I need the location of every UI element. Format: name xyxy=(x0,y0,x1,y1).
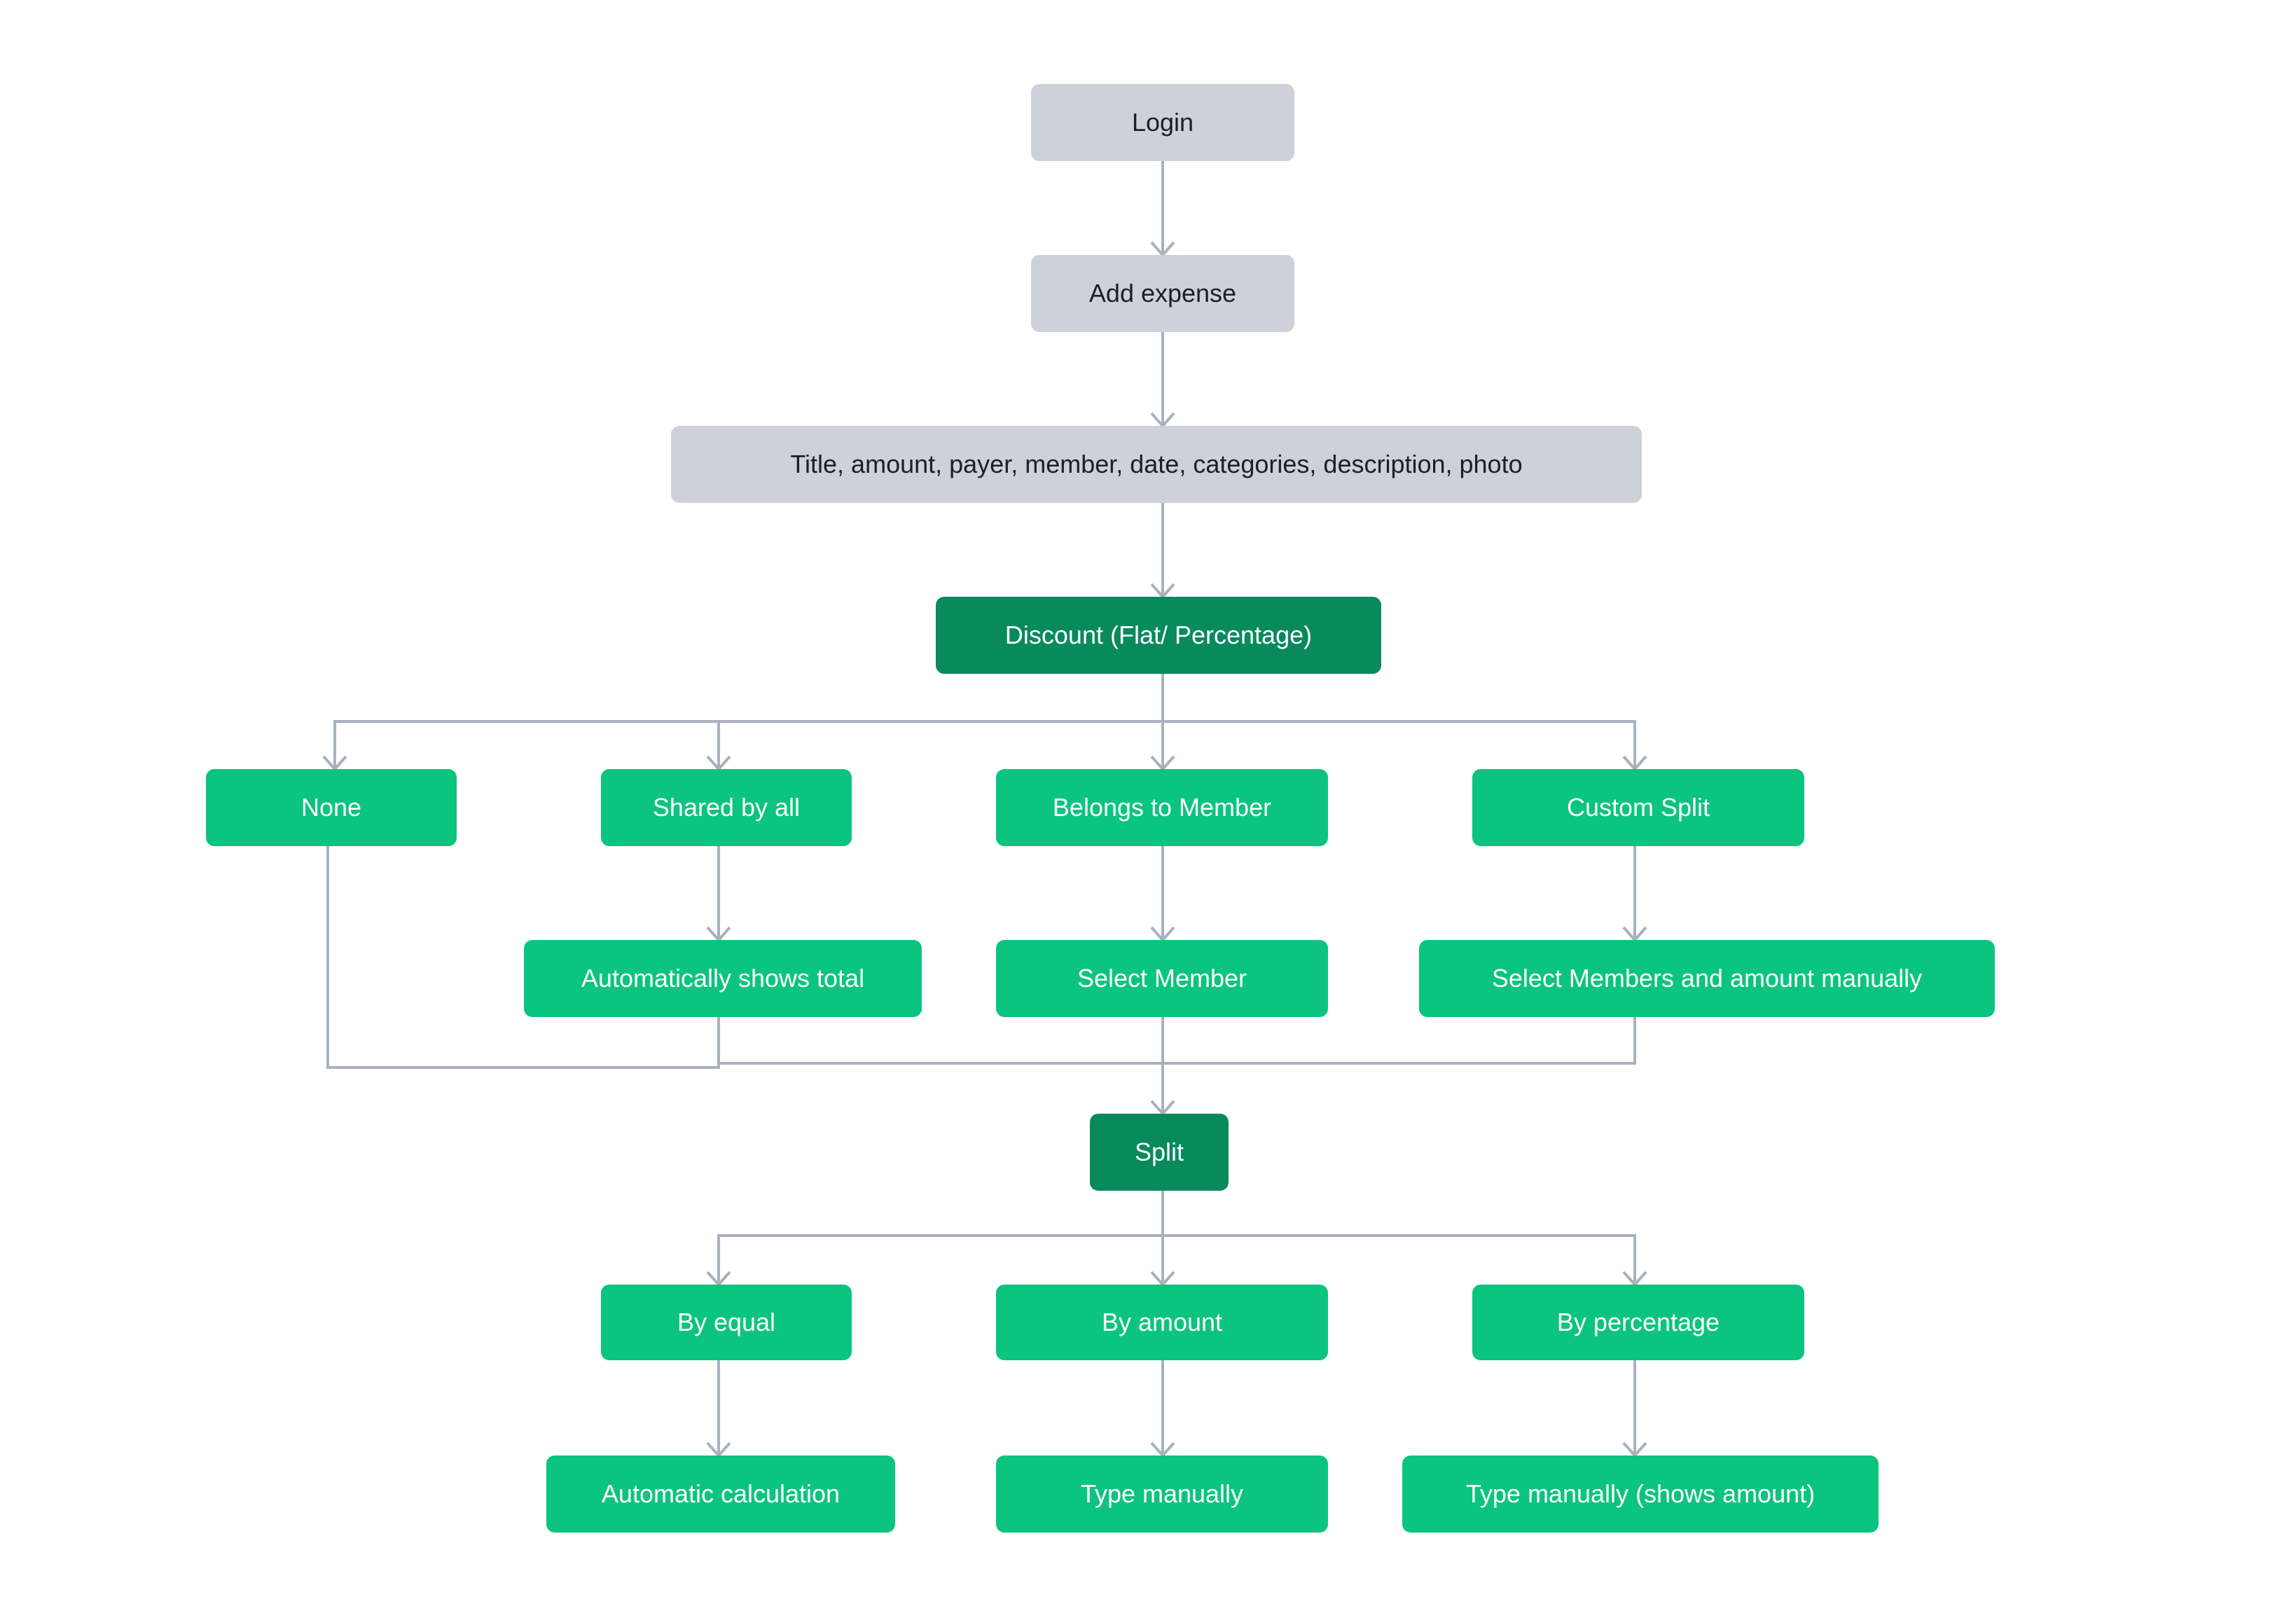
type-manually-shows-amount-node: Type manually (shows amount) xyxy=(1402,1455,1879,1533)
discount-option-shared-by-all: Shared by all xyxy=(601,769,852,846)
select-member-node: Select Member xyxy=(996,940,1328,1017)
select-members-amount-node: Select Members and amount manually xyxy=(1419,940,1995,1017)
split-option-by-amount: By amount xyxy=(996,1285,1328,1360)
connector-merge-to-split xyxy=(719,1017,1636,1065)
discount-option-custom-split: Custom Split xyxy=(1472,769,1804,846)
connector-discount-branch xyxy=(333,720,1636,768)
discount-node: Discount (Flat/ Percentage) xyxy=(936,597,1381,674)
connector-split-branch xyxy=(717,1234,1636,1283)
type-manually-node: Type manually xyxy=(996,1455,1328,1533)
automatic-calculation-node: Automatic calculation xyxy=(546,1455,895,1533)
discount-option-none: None xyxy=(206,769,457,846)
expense-fields-node: Title, amount, payer, member, date, cate… xyxy=(671,426,1642,503)
auto-total-node: Automatically shows total xyxy=(524,940,922,1017)
split-node: Split xyxy=(1090,1114,1229,1191)
split-option-by-percentage: By percentage xyxy=(1472,1285,1804,1360)
login-node: Login xyxy=(1031,84,1294,161)
split-option-by-equal: By equal xyxy=(601,1285,852,1360)
discount-option-belongs-to-member: Belongs to Member xyxy=(996,769,1328,846)
connector-merge-to-split xyxy=(326,846,720,1069)
add-expense-node: Add expense xyxy=(1031,255,1294,332)
